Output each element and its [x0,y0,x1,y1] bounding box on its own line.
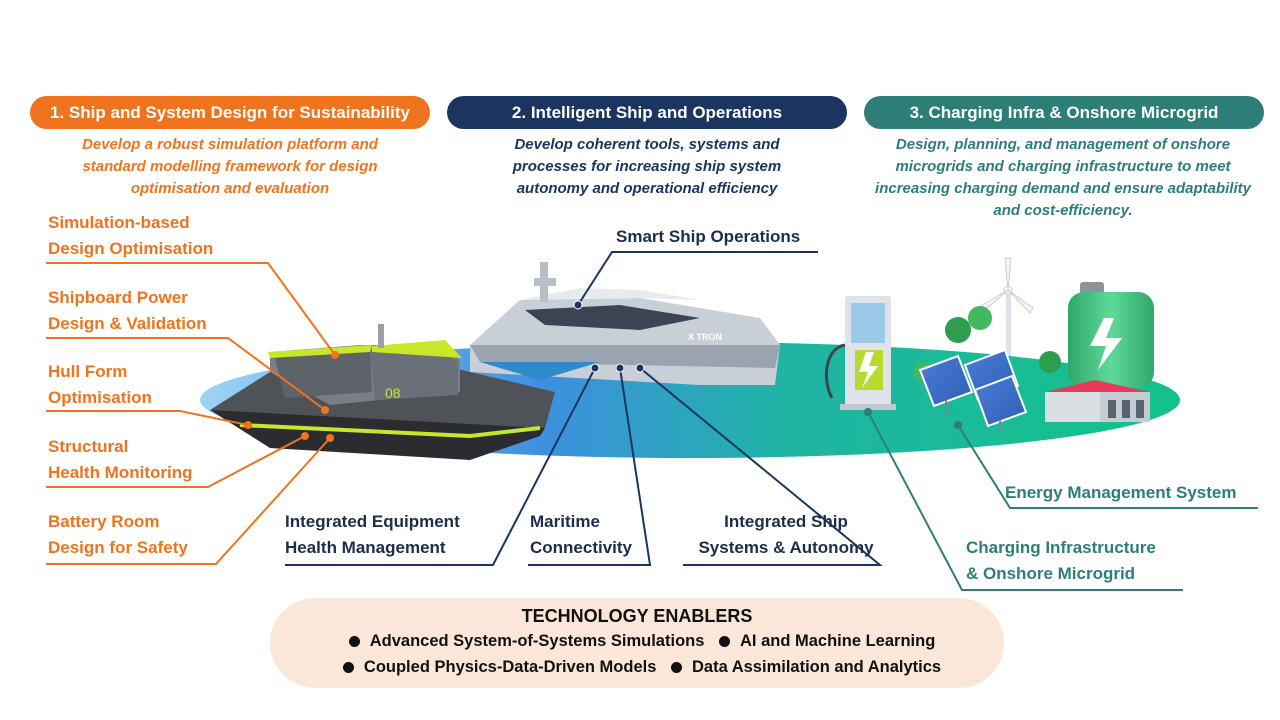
label-line: Integrated Equipment [285,512,460,531]
enablers-row-1: Advanced System-of-Systems Simulations A… [270,632,1004,651]
wind-turbine-icon [981,257,1034,356]
label-line: Simulation-based [48,213,190,232]
label-line: Health Management [285,538,446,557]
label-line: Systems & Autonomy [698,538,874,557]
bullet-icon [670,661,682,673]
operations-leader-lines [285,251,883,566]
design-leader-lines [46,262,336,565]
design-leader-dots [244,351,339,442]
label-line: Optimisation [48,388,152,407]
label-line: Integrated Ship [724,512,848,531]
label-line: Battery Room [48,512,160,531]
label-line: Connectivity [530,538,633,557]
pillar-2-desc-line: processes for increasing ship system [512,158,782,175]
pillar-3-title: 3. Charging Infra & Onshore Microgrid [909,102,1219,122]
charging-station-icon [824,296,896,410]
operations-leader-dots [573,300,645,373]
bullet-icon [719,635,730,647]
enabler-item: Advanced System-of-Systems Simulations [369,632,705,650]
label-line: Charging Infrastructure [966,538,1156,557]
label-maritime-connectivity: Maritime Connectivity [530,509,632,561]
pillar-3-desc-line: increasing charging demand and ensure ad… [875,180,1251,197]
front-vessel-number: 08 [385,385,401,401]
pillar-2-description: Develop coherent tools, systems and proc… [447,134,847,200]
label-simulation-design: Simulation-based Design Optimisation [48,210,213,262]
rear-vessel-brand: X TRON [688,332,722,342]
label-line: Hull Form [48,362,128,381]
label-smart-ship-operations: Smart Ship Operations [616,227,801,246]
infra-leader-lines [867,411,1258,591]
pillar-1-desc-line: optimisation and evaluation [130,180,330,197]
pillar-2-desc-line: Develop coherent tools, systems and [514,136,780,153]
label-hull-form: Hull Form Optimisation [48,359,152,411]
pillar-2-desc-line: autonomy and operational efficiency [516,180,778,197]
enablers-row-2: Coupled Physics-Data-Driven Models Data … [270,658,1004,677]
label-shipboard-power: Shipboard Power Design & Validation [48,285,207,337]
pillar-3-desc-line: Design, planning, and management of onsh… [895,136,1231,153]
label-line: Design & Validation [48,314,207,333]
pillar-1-description: Develop a robust simulation platform and… [30,134,430,200]
label-line: Design for Safety [48,538,188,557]
infra-leader-dots [864,408,962,429]
front-vessel: 08 [210,324,555,460]
pillar-3-description: Design, planning, and management of onsh… [848,134,1278,222]
pillar-1-desc-line: standard modelling framework for design [82,158,378,175]
technology-enablers-panel: TECHNOLOGY ENABLERS Advanced System-of-S… [270,598,1004,688]
enabler-item: Coupled Physics-Data-Driven Models [363,658,657,676]
pillar-3-desc-line: and cost-efficiency. [993,202,1133,219]
bullet-icon [342,661,354,673]
label-line: Health Monitoring [48,463,193,482]
label-ship-autonomy: Integrated Ship Systems & Autonomy [686,509,886,561]
label-structural-health: Structural Health Monitoring [48,434,192,486]
pillar-1-title: 1. Ship and System Design for Sustainabi… [50,102,410,122]
solar-panels-icon [918,348,1028,432]
battery-icon [1068,282,1154,388]
enabler-item: AI and Machine Learning [740,632,936,650]
label-equipment-health: Integrated Equipment Health Management [285,509,460,561]
label-line: Maritime [530,512,600,531]
enabler-item: Data Assimilation and Analytics [691,658,942,676]
label-line: Structural [48,437,129,456]
pillar-1-desc-line: Develop a robust simulation platform and [82,136,378,153]
label-line: Design Optimisation [48,239,214,258]
label-line: Shipboard Power [48,288,188,307]
battery-modules-icon [1045,380,1150,422]
rear-vessel: X TRON [470,262,780,385]
pillar-3-desc-line: microgrids and charging infrastructure t… [895,158,1231,175]
bullet-icon [348,635,360,647]
label-energy-management: Energy Management System [1005,483,1237,502]
pillar-1-header: 1. Ship and System Design for Sustainabi… [30,96,430,129]
label-battery-room: Battery Room Design for Safety [48,509,188,561]
label-line: & Onshore Microgrid [966,564,1136,583]
pillar-3-header: 3. Charging Infra & Onshore Microgrid [864,96,1264,129]
label-charging-infrastructure: Charging Infrastructure & Onshore Microg… [966,535,1156,587]
pillar-2-header: 2. Intelligent Ship and Operations [447,96,847,129]
pillar-2-title: 2. Intelligent Ship and Operations [511,102,783,122]
technology-enablers-title: TECHNOLOGY ENABLERS [521,606,753,626]
